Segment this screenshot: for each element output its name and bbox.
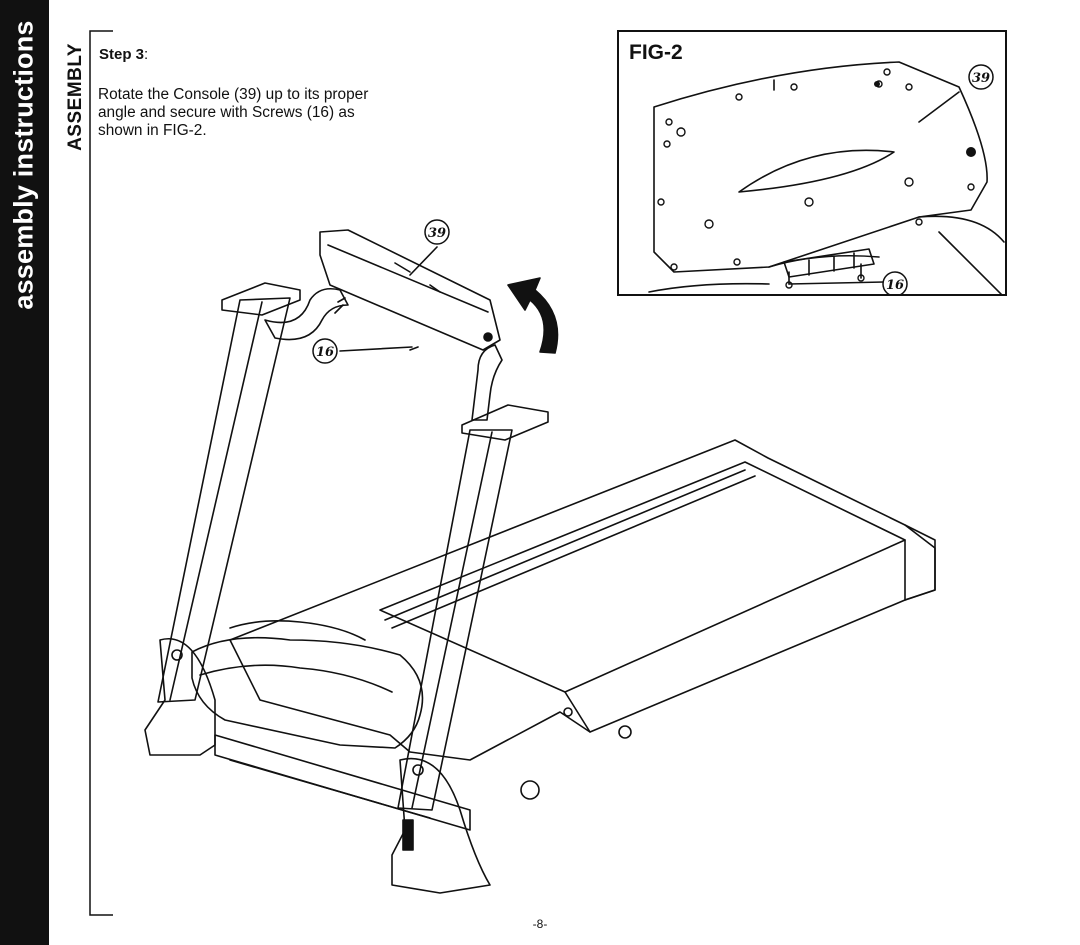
fig-2-inset: FIG-2 — [617, 30, 1007, 296]
right-top-bracket — [461, 404, 549, 441]
step-title-suffix: : — [144, 46, 149, 63]
left-upright — [157, 297, 291, 703]
running-belt — [379, 461, 906, 693]
console-detail-illustration: 39 16 — [648, 61, 1005, 294]
right-foot — [391, 757, 491, 894]
treadmill-deck — [229, 439, 936, 761]
step-line: shown in FIG-2. — [98, 122, 207, 139]
step-line: angle and secure with Screws (16) as — [98, 104, 355, 121]
section-bracket — [89, 30, 113, 916]
fig-callout-16: 16 — [886, 278, 904, 293]
console-panel — [319, 229, 501, 351]
console-underside — [653, 61, 988, 273]
page-number: -8- — [532, 917, 548, 931]
callout-39: 39 — [428, 226, 446, 241]
right-upright — [397, 429, 513, 811]
left-foot — [144, 638, 216, 756]
right-handlebar — [471, 344, 503, 421]
motor-hood — [191, 636, 424, 749]
left-handlebar — [264, 287, 349, 341]
rear-end-cap — [904, 524, 936, 601]
base-frame — [214, 734, 471, 831]
callout-16: 16 — [316, 345, 334, 360]
step-instructions: Rotate the Console (39) up to its proper… — [98, 86, 438, 140]
step-title: Step 3: — [99, 46, 148, 63]
fig-callout-39: 39 — [972, 71, 990, 86]
rotation-arrow — [507, 277, 559, 354]
fig-title: FIG-2 — [629, 41, 683, 64]
step-title-bold: Step 3 — [99, 46, 145, 63]
step-line: Rotate the Console (39) up to its proper — [98, 86, 369, 103]
screw-bracket — [783, 248, 875, 278]
left-top-bracket — [221, 282, 301, 316]
side-tab: assembly instructions — [0, 0, 49, 945]
